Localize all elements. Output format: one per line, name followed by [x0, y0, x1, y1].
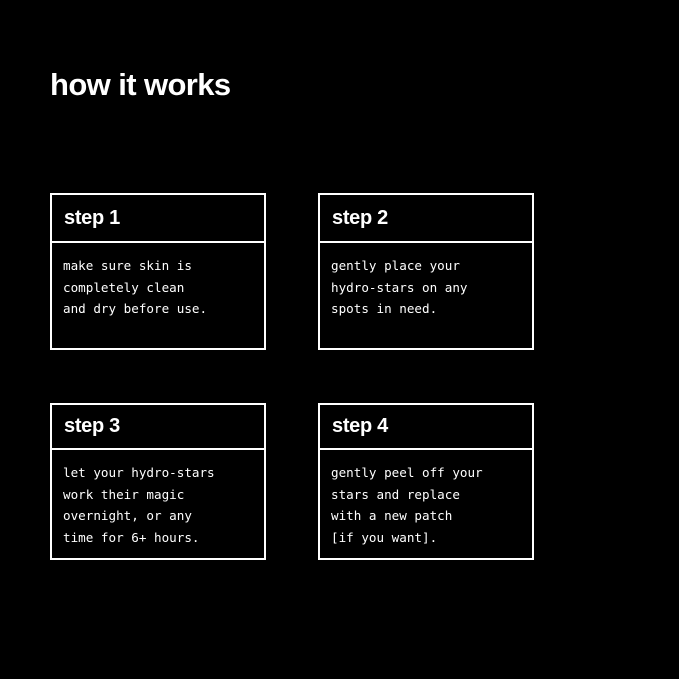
step-card-3-body-line: overnight, or any [63, 508, 192, 523]
step-card-4-body-line: with a new patch [331, 508, 453, 523]
step-card-1: step 1 make sure skin is completely clea… [50, 193, 266, 350]
step-card-3-header: step 3 [52, 405, 264, 450]
step-card-1-header-label: step 1 [64, 206, 121, 229]
step-card-3-body: let your hydro-stars work their magic ov… [52, 450, 264, 558]
step-card-2-body-line: spots in need. [331, 301, 438, 316]
step-card-4-body-line: gently peel off your [331, 465, 483, 480]
step-card-3: step 3 let your hydro-stars work their m… [50, 403, 266, 560]
step-card-1-header: step 1 [52, 195, 264, 243]
step-card-3-header-label: step 3 [64, 415, 121, 437]
step-card-4-header: step 4 [320, 405, 532, 450]
step-card-4-body-line: stars and replace [331, 486, 460, 502]
step-card-1-body-line: and dry before use. [63, 301, 208, 316]
page-title: how it works [50, 67, 231, 102]
steps-row-top: step 1 make sure skin is completely clea… [50, 193, 534, 350]
step-card-3-body-line: let your hydro-stars [63, 465, 215, 480]
step-card-1-body: make sure skin is completely clean and d… [52, 243, 264, 348]
step-card-4-header-label: step 4 [332, 415, 389, 437]
step-card-3-body-line: work their magic [63, 486, 185, 502]
step-card-1-body-line: completely clean [63, 279, 185, 295]
step-card-2-body-line: hydro-stars on any [331, 279, 468, 295]
steps-row-bottom: step 3 let your hydro-stars work their m… [50, 403, 534, 560]
step-card-2-body: gently place your hydro-stars on any spo… [320, 243, 532, 348]
steps-grid: step 1 make sure skin is completely clea… [50, 193, 534, 560]
step-card-1-body-line: make sure skin is [63, 258, 192, 273]
step-card-2-header-label: step 2 [332, 206, 389, 229]
step-card-4-body: gently peel off your stars and replace w… [320, 450, 532, 558]
step-card-4: step 4 gently peel off your stars and re… [318, 403, 534, 560]
step-card-4-body-line: [if you want]. [331, 529, 438, 545]
step-card-2: step 2 gently place your hydro-stars on … [318, 193, 534, 350]
step-card-2-header: step 2 [320, 195, 532, 243]
step-card-2-body-line: gently place your [331, 258, 460, 273]
step-card-3-body-line: time for 6+ hours. [63, 529, 200, 545]
